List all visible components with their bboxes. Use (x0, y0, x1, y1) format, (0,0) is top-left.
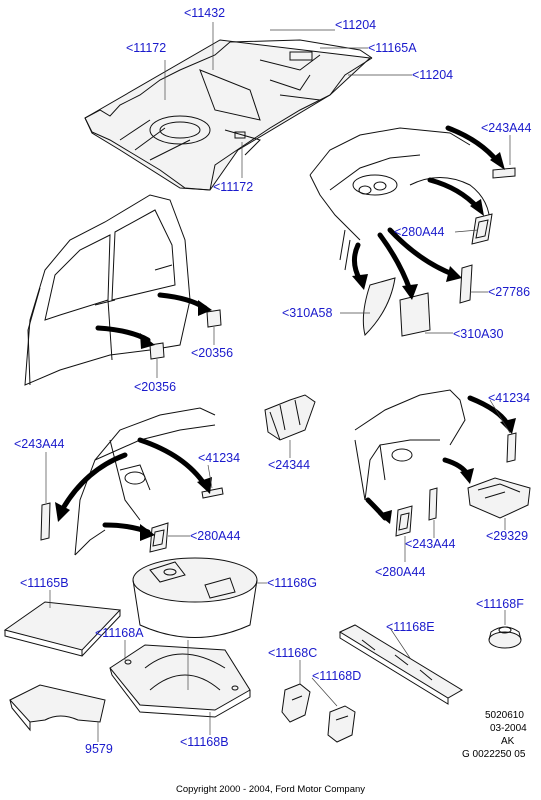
callout-310A58[interactable]: <310A58 (282, 306, 333, 320)
arrowhead-310A58 (352, 274, 368, 290)
callout-280A44-top[interactable]: <280A44 (394, 225, 445, 239)
diagram-code: 5020610 (485, 710, 524, 721)
callout-11168D[interactable]: <11168D (312, 669, 362, 683)
leader-41234-mid (207, 464, 213, 489)
arrow-280A44-top (427, 177, 481, 211)
part-11168C (281, 683, 311, 723)
callout-9579[interactable]: 9579 (85, 742, 113, 756)
part-11168F (488, 626, 522, 649)
arrowhead-29329 (460, 468, 474, 484)
arrow-243A44-left (59, 452, 128, 513)
callout-11168C[interactable]: <11168C (268, 646, 318, 660)
callout-11432[interactable]: <11432 (184, 6, 226, 20)
arrowhead-20356-right (198, 300, 212, 316)
callout-27786[interactable]: <27786 (488, 285, 531, 299)
callout-24344[interactable]: <24344 (268, 458, 311, 472)
callout-41234-mid[interactable]: <41234 (198, 451, 241, 465)
part-280A44-mid (149, 522, 169, 553)
part-20356-right (206, 309, 222, 328)
part-11165B (3, 601, 122, 657)
callout-11168G[interactable]: <11168G (267, 576, 317, 590)
leader-41234-right (489, 399, 511, 434)
part-11168E (338, 624, 463, 705)
arrow-310A58 (352, 242, 363, 283)
part-310A30 (399, 292, 431, 337)
leader-11168E (389, 627, 411, 659)
part-280A44-right (395, 505, 413, 537)
part-243A44-left (40, 502, 51, 541)
diagram-region: AK (501, 736, 515, 747)
part-310A58 (362, 277, 396, 336)
arrowhead-280A44-right (378, 510, 392, 524)
callout-20356-left[interactable]: <20356 (134, 380, 177, 394)
part-243A44-top (492, 167, 516, 179)
diagram-date: 03-2004 (490, 723, 527, 734)
copyright-footer: Copyright 2000 - 2004, Ford Motor Compan… (175, 784, 366, 795)
part-27786 (459, 264, 473, 304)
arrowhead-243A44-left (55, 502, 70, 522)
door-panel-illustration (24, 194, 191, 386)
part-41234-right (506, 432, 517, 463)
callout-11165A[interactable]: <11165A (368, 41, 417, 55)
arrowhead-41234-right (500, 418, 516, 434)
callout-310A30[interactable]: <310A30 (453, 327, 504, 341)
arrowhead-280A44-top (470, 199, 484, 216)
part-20356-left (149, 342, 165, 360)
callout-11204-right[interactable]: <11204 (412, 68, 454, 82)
part-41234-mid (201, 487, 224, 499)
rear-quarter-panel-illustration (309, 127, 491, 271)
floor-pan-illustration (84, 39, 373, 191)
callout-280A44-mid[interactable]: <280A44 (190, 529, 241, 543)
part-280A44-top (471, 213, 493, 245)
leader-280A44-top (454, 229, 479, 233)
callout-280A44-right[interactable]: <280A44 (375, 565, 426, 579)
callout-11168E[interactable]: <11168E (386, 620, 435, 634)
callout-11204-top[interactable]: <11204 (335, 18, 377, 32)
arrowhead-27786 (446, 266, 462, 282)
callout-11172-top[interactable]: <11172 (126, 41, 167, 55)
callout-20356-right[interactable]: <20356 (191, 346, 234, 360)
callout-243A44-left[interactable]: <243A44 (14, 437, 65, 451)
rear-quarter-right-illustration (354, 389, 466, 501)
diagram-ref: G 0022250 05 (462, 749, 526, 760)
part-11168D (327, 705, 356, 743)
arrow-41234-mid (137, 437, 208, 488)
part-9579 (9, 684, 106, 732)
arrowhead-243A44-top (490, 152, 505, 170)
callout-11165B[interactable]: <11165B (20, 576, 69, 590)
part-243A44-right (428, 487, 438, 521)
callout-41234-right[interactable]: <41234 (488, 391, 531, 405)
part-11168G (132, 557, 258, 638)
arrowhead-310A30 (402, 284, 418, 300)
leader-11168D (311, 677, 338, 707)
callout-11168A[interactable]: <11168A (95, 626, 144, 640)
part-24344 (264, 394, 316, 441)
arrowhead-280A44-mid (140, 524, 155, 541)
callout-11168B[interactable]: <11168B (180, 735, 229, 749)
arrowhead-41234-mid (197, 477, 212, 494)
callout-243A44-right[interactable]: <243A44 (405, 537, 456, 551)
part-11168A-11168B (109, 644, 251, 718)
callout-11168F[interactable]: <11168F (476, 597, 524, 611)
callout-29329[interactable]: <29329 (486, 529, 529, 543)
part-29329 (467, 477, 531, 519)
callout-11172-bottom[interactable]: <11172 (213, 180, 254, 194)
arrowhead-20356-left (140, 333, 155, 349)
callout-243A44-top[interactable]: <243A44 (481, 121, 532, 135)
